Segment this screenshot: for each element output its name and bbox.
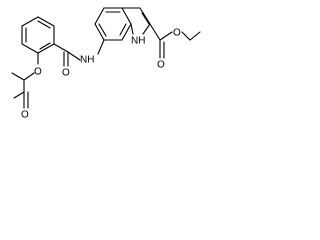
ester-ether-oxygen-label: O	[173, 28, 181, 39]
acetoxy-group	[11, 52, 39, 109]
acetoxy-carbonyl-oxygen-label: O	[21, 110, 29, 121]
indole-nh-label: NH	[131, 36, 145, 47]
ester-carbonyl-oxygen-label: O	[157, 60, 165, 71]
ethyl-ester-group	[149, 23, 201, 59]
chemical-structure-diagram: NH O O NH O	[11, 7, 201, 121]
indole-benzene-ring	[94, 7, 132, 41]
acetoxy-ether-oxygen-label: O	[34, 67, 42, 78]
phenyl-ring	[21, 16, 55, 54]
amide-linkage	[53, 39, 105, 67]
indole-pyrrole-ring	[121, 7, 151, 35]
amide-oxygen-label: O	[62, 68, 70, 79]
amide-nh-label: NH	[80, 55, 94, 66]
